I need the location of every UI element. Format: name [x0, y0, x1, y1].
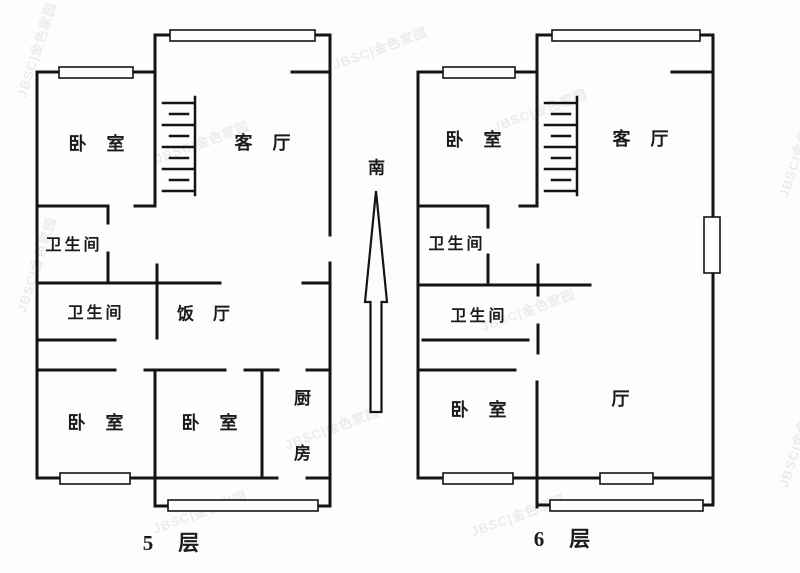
room-label-bedroom-bm-f5: 卧 室 — [181, 413, 239, 433]
floor5-stairs-icon — [161, 95, 197, 197]
floor-caption-5: 5 层 — [142, 531, 202, 555]
room-label-kitchen-f5: 厨房 — [291, 389, 310, 499]
floor5-windows — [58, 29, 319, 512]
room-label-bedroom-top-f5: 卧 室 — [68, 134, 126, 154]
room-label-bathroom-upper-f5: 卫生间 — [45, 237, 103, 254]
room-label-bathroom-lower-f6: 卫生间 — [450, 308, 508, 325]
floor6-walls — [416, 33, 715, 509]
room-label-bedroom-top-f6: 卧 室 — [445, 130, 503, 150]
room-label-bathroom-lower-f5: 卫生间 — [67, 305, 125, 322]
room-label-bedroom-bottom-f6: 卧 室 — [450, 400, 508, 420]
north-arrow-icon — [363, 190, 389, 414]
floor6-stairs-icon — [543, 95, 579, 197]
north-label: 南 — [368, 158, 386, 178]
room-label-hall-f6: 厅 — [611, 389, 631, 409]
floor-caption-6: 6 层 — [533, 527, 593, 551]
room-label-living-room-f5: 客 厅 — [234, 133, 292, 153]
room-label-dining-room-f5: 饭 厅 — [177, 304, 231, 324]
floor5-walls — [35, 33, 332, 508]
room-label-living-room-f6: 客 厅 — [612, 129, 670, 149]
room-label-bathroom-upper-f6: 卫生间 — [428, 236, 486, 253]
floor6-windows — [442, 29, 721, 512]
room-label-bedroom-bl-f5: 卧 室 — [67, 413, 125, 433]
